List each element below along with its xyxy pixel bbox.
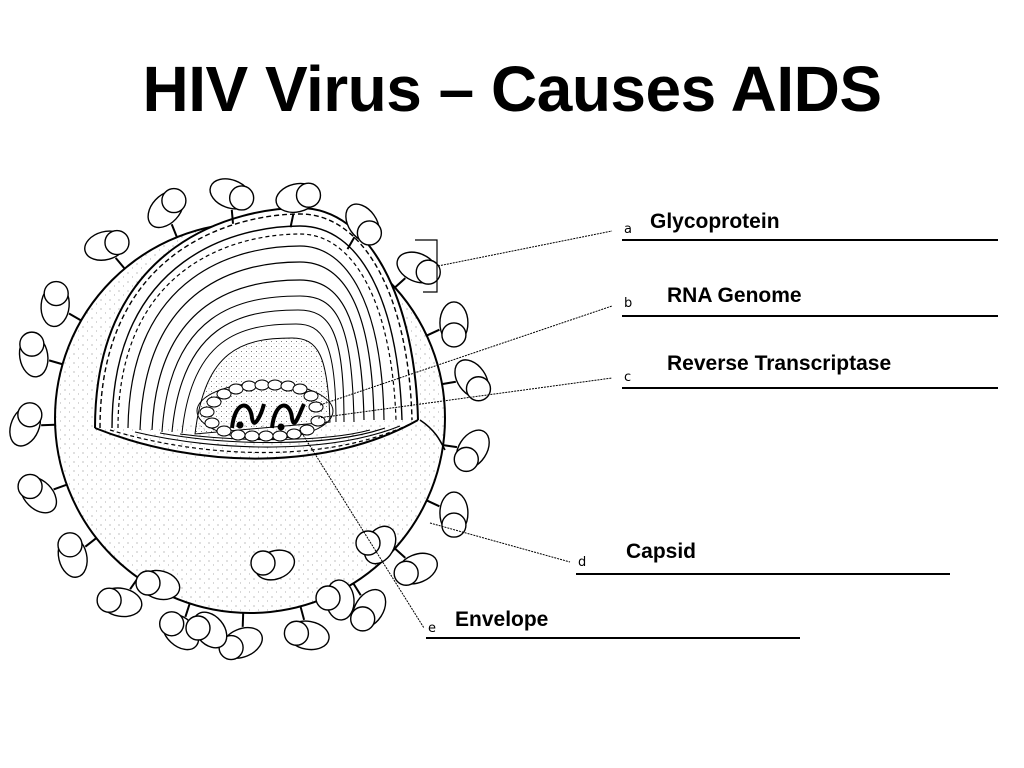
spike-knob — [465, 376, 492, 402]
spike-stem — [289, 213, 295, 228]
spike-knob — [295, 182, 322, 208]
spike-knob — [228, 185, 255, 211]
label-capsid: Capsid — [626, 540, 697, 563]
spike-stem — [53, 483, 68, 491]
spike-knob — [43, 280, 69, 307]
label-rna-genome: RNA Genome — [667, 284, 802, 307]
spike-knob — [158, 611, 185, 637]
spike-stem — [170, 223, 178, 238]
spike-knob — [441, 322, 467, 348]
spike-knob — [349, 606, 376, 632]
label-letter-b: b — [624, 296, 633, 311]
spike-stem — [442, 444, 458, 449]
glycoprotein-bracket — [415, 239, 438, 293]
spike-knob — [355, 530, 381, 556]
spike-knob — [104, 229, 130, 256]
rna-genome-core — [196, 379, 334, 442]
spike-knob — [315, 585, 341, 611]
spike-stem — [426, 499, 440, 508]
spike-knob — [19, 331, 45, 357]
spike-stem — [394, 547, 406, 559]
spike-stem — [184, 603, 191, 618]
spike-knob — [17, 402, 43, 428]
label-envelope: Envelope — [455, 608, 549, 631]
answer-lines — [426, 239, 998, 639]
spike-stem — [426, 328, 440, 337]
spike-stem — [48, 359, 63, 366]
leader-lines — [299, 230, 613, 629]
spike-knob — [441, 512, 467, 538]
spike-knob — [356, 220, 383, 246]
spike-stem — [394, 277, 406, 289]
label-letter-a: a — [624, 222, 632, 237]
spike-knob — [161, 187, 187, 214]
spike-stem — [230, 209, 235, 224]
spike-knob — [393, 560, 419, 586]
slide-title: HIV Virus – Causes AIDS — [142, 53, 882, 125]
label-letter-c: c — [624, 370, 632, 385]
spike-knob — [250, 550, 276, 576]
spike-stem — [299, 606, 306, 621]
spike-knob — [453, 446, 479, 473]
spike-knob — [135, 570, 161, 596]
spike-knob — [415, 259, 441, 285]
label-reverse-transcriptase: Reverse Transcriptase — [667, 352, 892, 375]
spike-stem — [84, 537, 97, 548]
spike-knob — [57, 532, 83, 558]
spike-stem — [68, 312, 82, 322]
spike-knob — [185, 615, 211, 641]
label-letter-e: e — [428, 621, 436, 636]
spike-stem — [346, 236, 356, 250]
label-glycoprotein: Glycoprotein — [650, 210, 780, 233]
glycoprotein-spikes — [9, 178, 492, 661]
spike-knob — [96, 587, 122, 613]
spike-stem — [441, 380, 456, 386]
spike-stem — [114, 257, 126, 270]
spike-knob — [17, 473, 43, 500]
spike-knob — [283, 620, 310, 646]
label-letter-d: d — [578, 555, 587, 570]
spike-stem — [352, 582, 362, 596]
cutaway-layers — [94, 206, 446, 460]
